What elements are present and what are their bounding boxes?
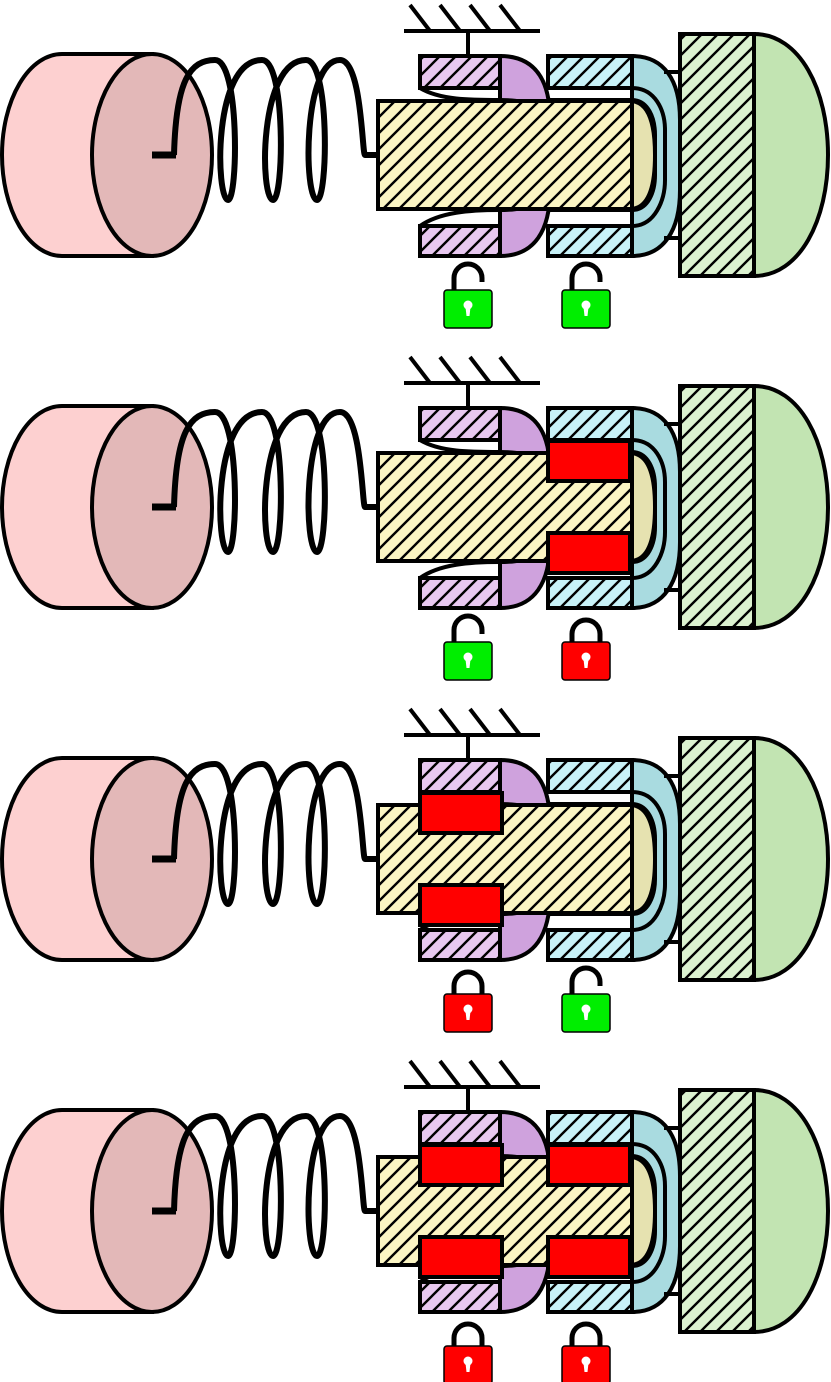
padlock-locked-icon: [561, 617, 611, 681]
ground-symbol: [404, 355, 540, 408]
clutch-a-pad-bottom: [418, 1235, 504, 1279]
mass-cylinder: [0, 1108, 214, 1314]
mass-cylinder: [0, 404, 214, 610]
coil-spring: [171, 57, 380, 203]
mass-cylinder: [0, 756, 214, 962]
panel-2: [0, 355, 831, 681]
panel-4: [0, 1059, 831, 1382]
ground-symbol: [404, 707, 540, 760]
clutch-a-pad-top: [418, 1143, 504, 1187]
panel-1: [0, 3, 831, 329]
panel-3: [0, 707, 831, 1033]
coil-spring: [171, 1113, 380, 1259]
clutch-b-pad-bottom: [546, 1235, 632, 1279]
input-shaft: [376, 98, 658, 212]
padlock-unlocked-icon: [443, 613, 493, 681]
output-member: [678, 383, 831, 631]
mass-cylinder: [0, 52, 214, 258]
clutch-b-pad-top: [546, 1143, 632, 1187]
output-member: [678, 735, 831, 983]
padlock-unlocked-icon: [561, 965, 611, 1033]
padlock-locked-icon: [561, 1321, 611, 1382]
clutch-a-pad-top: [418, 791, 504, 835]
ground-symbol: [404, 3, 540, 56]
clutch-a-pad-bottom: [418, 883, 504, 927]
padlock-locked-icon: [443, 969, 493, 1033]
ground-symbol: [404, 1059, 540, 1112]
padlock-unlocked-icon: [443, 261, 493, 329]
coil-spring: [171, 409, 380, 555]
output-member: [678, 31, 831, 279]
padlock-locked-icon: [443, 1321, 493, 1382]
coil-spring: [171, 761, 380, 907]
clutch-b-pad-bottom: [546, 531, 632, 575]
clutch-b-pad-top: [546, 439, 632, 483]
padlock-unlocked-icon: [561, 261, 611, 329]
output-member: [678, 1087, 831, 1335]
